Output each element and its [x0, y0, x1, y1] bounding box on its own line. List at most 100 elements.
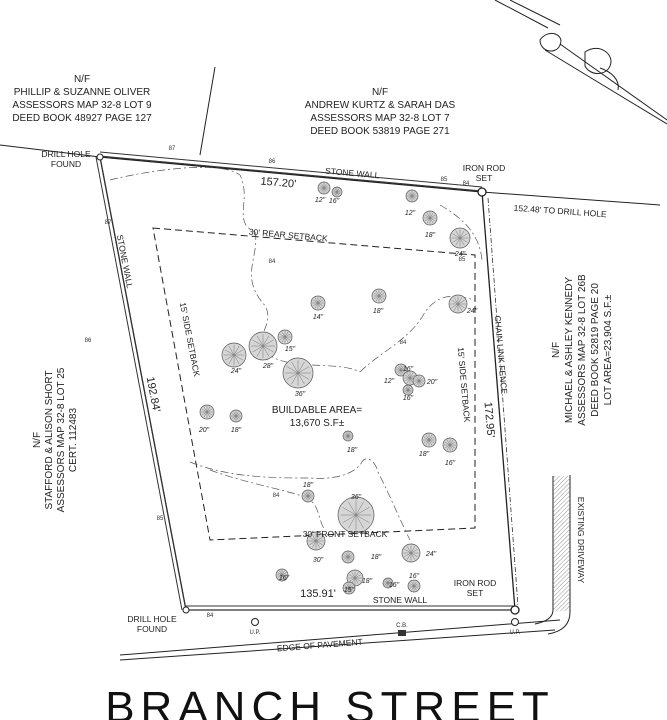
contour-label: 86: [85, 338, 92, 344]
tree-branch: [348, 574, 362, 582]
tree-branch: [319, 185, 329, 191]
tree-branch: [404, 374, 416, 382]
iron-rod-ne-marker: [477, 187, 487, 197]
tree: 24": [449, 227, 471, 258]
drill-hole-line1: DRILL HOLE: [127, 614, 177, 624]
tree-size-label: 18": [231, 427, 242, 434]
chain-link-fence: [487, 197, 519, 607]
tree-size-label: 16": [389, 582, 400, 589]
tree-branch: [231, 413, 241, 419]
tree-branch: [423, 436, 435, 444]
iron-rod-line1: IRON ROD: [454, 578, 497, 588]
contour-label: 84: [273, 493, 280, 499]
tree-size-label: 18": [347, 447, 358, 454]
tree-branch: [344, 433, 352, 439]
utility-pole-left-label: U.P.: [250, 630, 261, 636]
tree: 36": [282, 357, 314, 398]
tree-branch: [312, 299, 324, 307]
deed-book: DEED BOOK 52819 PAGE 20: [590, 283, 601, 417]
owner-name: ANDREW KURTZ & SARAH DAS: [305, 100, 456, 111]
tree-branch: [333, 189, 341, 195]
tree-branch: [451, 299, 465, 309]
tree-size-label: 16": [409, 573, 420, 580]
tree-size-label: 20": [198, 427, 210, 434]
tree-size-label: 16": [445, 460, 456, 467]
tree-size-label: 12": [384, 378, 395, 385]
contour-lines: [109, 167, 483, 541]
contour-label: 84: [463, 181, 470, 187]
tree-branch: [225, 349, 243, 361]
tree-size-label: 18": [303, 482, 314, 489]
tree-branch: [344, 585, 354, 591]
abutter-east: N/F MICHAEL & ASHLEY KENNEDY ASSESSORS M…: [551, 274, 614, 426]
drill-hole-nw-label: DRILL HOLE FOUND: [41, 149, 91, 169]
existing-driveway-label: EXISTING DRIVEWAY: [576, 497, 586, 584]
driveway-hatch: [553, 476, 570, 611]
tree: 24": [221, 342, 247, 375]
tree-size-label: 24": [425, 551, 437, 558]
tree: 16": [402, 384, 414, 402]
contour-label: 85: [157, 516, 164, 522]
tree-size-label: 20": [426, 379, 438, 386]
tree: 18": [342, 430, 358, 454]
buildable-area-value: 13,670 S.F±: [290, 418, 345, 429]
tree-branch: [342, 507, 370, 523]
tree-size-label: 15": [344, 587, 355, 594]
tree-branch: [373, 292, 385, 300]
tree-size-label: 24": [466, 308, 478, 315]
buildable-area-title: BUILDABLE AREA=: [272, 405, 362, 416]
tree: 18": [371, 288, 387, 315]
edge-of-pavement-label: EDGE OF PAVEMENT: [276, 637, 363, 654]
tree: 12": [384, 363, 408, 385]
tree-size-label: 36": [295, 391, 306, 398]
tree-size-label: 18": [419, 451, 430, 458]
tree-branch: [452, 233, 468, 243]
tree-size-label: 16": [279, 575, 290, 582]
stone-wall-west: [95, 156, 187, 611]
tree: 16": [382, 577, 400, 589]
tree-size-label: 18": [371, 554, 382, 561]
tree: 16": [329, 186, 343, 205]
tree-branch: [396, 367, 406, 373]
tree-branch: [279, 333, 291, 341]
owner-name: MICHAEL & ASHLEY KENNEDY: [564, 277, 575, 423]
iron-rod-line2: SET: [476, 173, 493, 183]
drill-hole-line2: FOUND: [137, 624, 167, 634]
stone-wall-north-label: STONE WALL: [325, 166, 380, 181]
cert-number: CERT. 112483: [68, 408, 79, 473]
tree: 15": [342, 581, 356, 595]
stone-wall-west-label: STONE WALL: [115, 234, 135, 289]
tree: 18": [422, 210, 438, 239]
tree-size-label: 12": [405, 210, 416, 217]
rear-setback-label: 30' REAR SETBACK: [248, 227, 328, 244]
tree-branch: [404, 548, 418, 558]
front-setback-label: 30' FRONT SETBACK: [303, 529, 388, 539]
tree-branch: [414, 378, 424, 384]
tree: 18": [419, 432, 437, 458]
tree-size-label: 28": [262, 363, 274, 370]
contour-label: 87: [169, 146, 176, 152]
tree-branch: [407, 193, 417, 199]
assessors-map: ASSESSORS MAP 32-8 LOT 25: [56, 367, 67, 512]
tree-size-label: 18": [362, 578, 373, 585]
tree: 12": [405, 189, 419, 217]
deed-book: DEED BOOK 53819 PAGE 271: [310, 126, 450, 137]
tree-size-label: 24": [230, 368, 242, 375]
iron-rod-ne-label: IRON ROD SET: [463, 163, 506, 183]
contour-label: 84: [400, 340, 407, 346]
abutter-lines: [0, 66, 661, 206]
tree-size-label: 18": [425, 232, 436, 239]
stone-wall-north: [99, 151, 483, 192]
tree-size-label: 14": [313, 314, 324, 321]
iron-rod-se-label: IRON ROD SET: [454, 578, 497, 598]
tree: 28": [248, 331, 278, 370]
tree-size-label: 16": [403, 395, 414, 402]
tree-branch: [424, 214, 436, 222]
setback-box: [152, 227, 476, 541]
contour-label: 84: [269, 259, 276, 265]
stone-wall-south: [186, 605, 515, 611]
catch-basin-label: C.B.: [396, 623, 408, 629]
tree: 20": [198, 404, 215, 434]
